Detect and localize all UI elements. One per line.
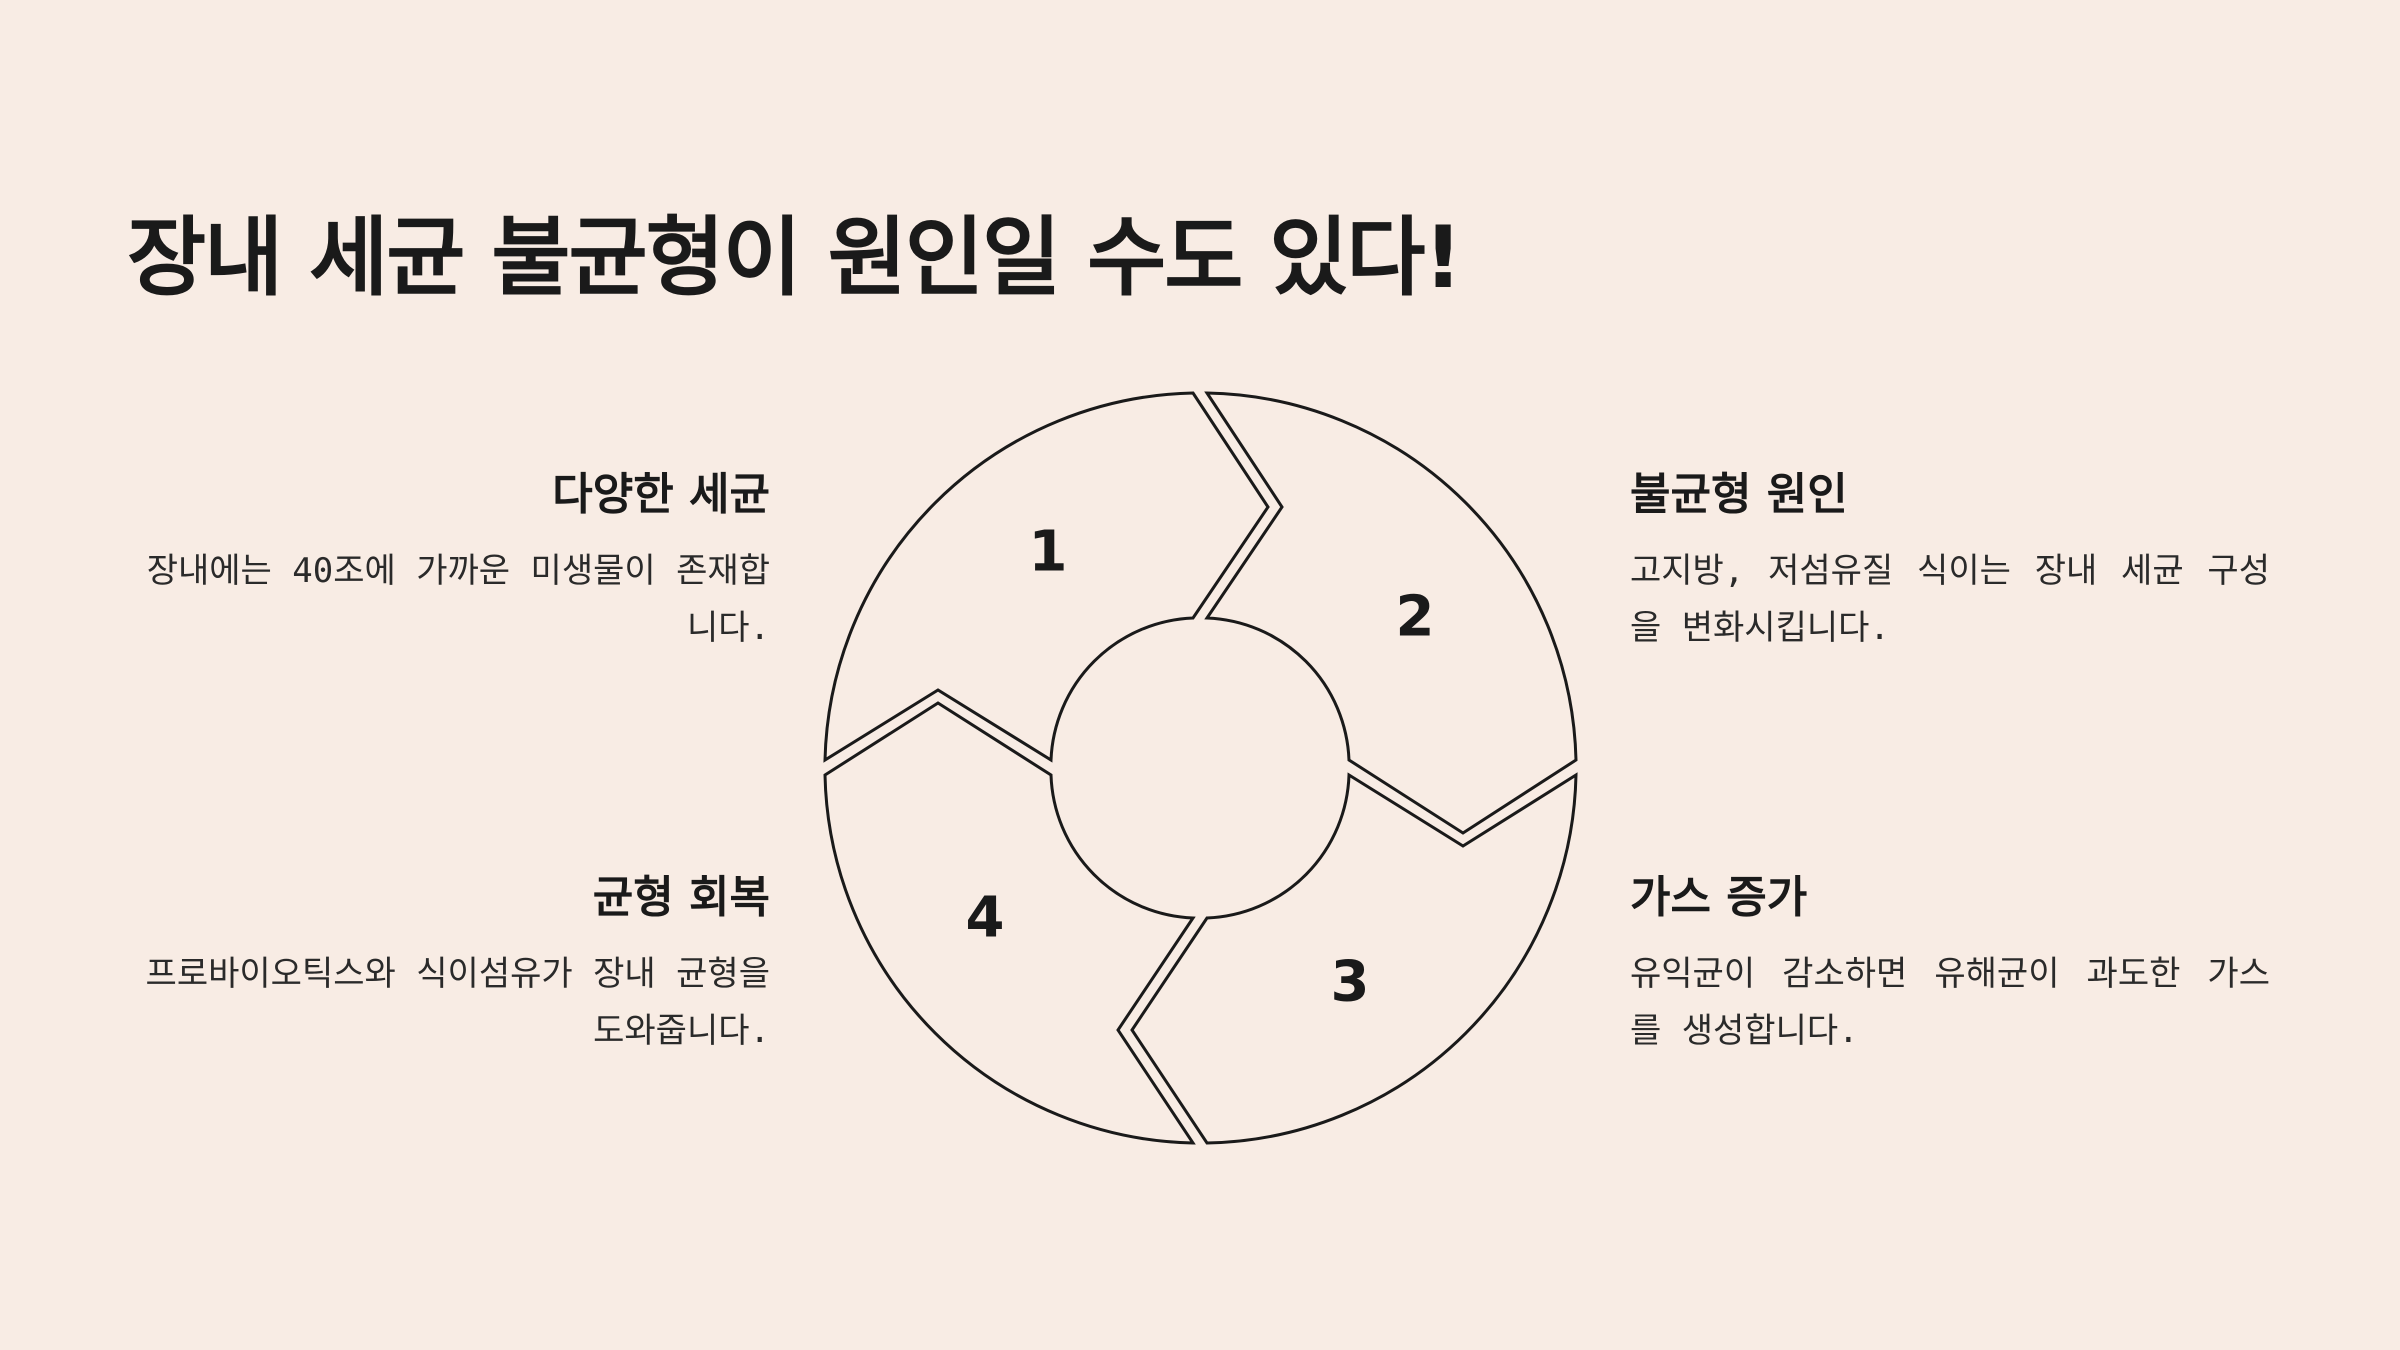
cycle-segment-3 (1130, 772, 1578, 1145)
cycle-segment-2 (1204, 391, 1578, 835)
step-4-text: 프로바이오틱스와 식이섬유가 장내 균형을 도와줍니다. (145, 954, 770, 1051)
step-4-number: 4 (966, 886, 1005, 951)
step-1-heading: 다양한 세균 (552, 469, 770, 520)
page-title: 장내 세균 불균형이 원인일 수도 있다! (127, 208, 1463, 308)
step-4-heading: 균형 회복 (592, 872, 770, 923)
step-1-number: 1 (1029, 520, 1068, 585)
step-3-number: 3 (1331, 950, 1370, 1015)
step-3-block: 가스 증가 유익균이 감소하면 유해균이 과도한 가스를 생성합니다. (1630, 868, 2270, 1060)
step-2-heading: 불균형 원인 (1630, 469, 1848, 520)
step-1-block: 다양한 세균 장내에는 40조에 가까운 미생물이 존재합니다. (130, 465, 770, 657)
step-2-block: 불균형 원인 고지방, 저섬유질 식이는 장내 세균 구성을 변화시킵니다. (1630, 465, 2270, 657)
cycle-segment-4 (823, 701, 1196, 1145)
step-2-number: 2 (1396, 585, 1435, 650)
cycle-segment-1 (823, 391, 1270, 763)
step-3-text: 유익균이 감소하면 유해균이 과도한 가스를 생성합니다. (1630, 954, 2270, 1051)
step-4-block: 균형 회복 프로바이오틱스와 식이섬유가 장내 균형을 도와줍니다. (130, 868, 770, 1060)
step-3-heading: 가스 증가 (1630, 872, 1808, 923)
step-1-text: 장내에는 40조에 가까운 미생물이 존재합니다. (146, 551, 770, 648)
step-2-text: 고지방, 저섬유질 식이는 장내 세균 구성을 변화시킵니다. (1630, 551, 2270, 648)
